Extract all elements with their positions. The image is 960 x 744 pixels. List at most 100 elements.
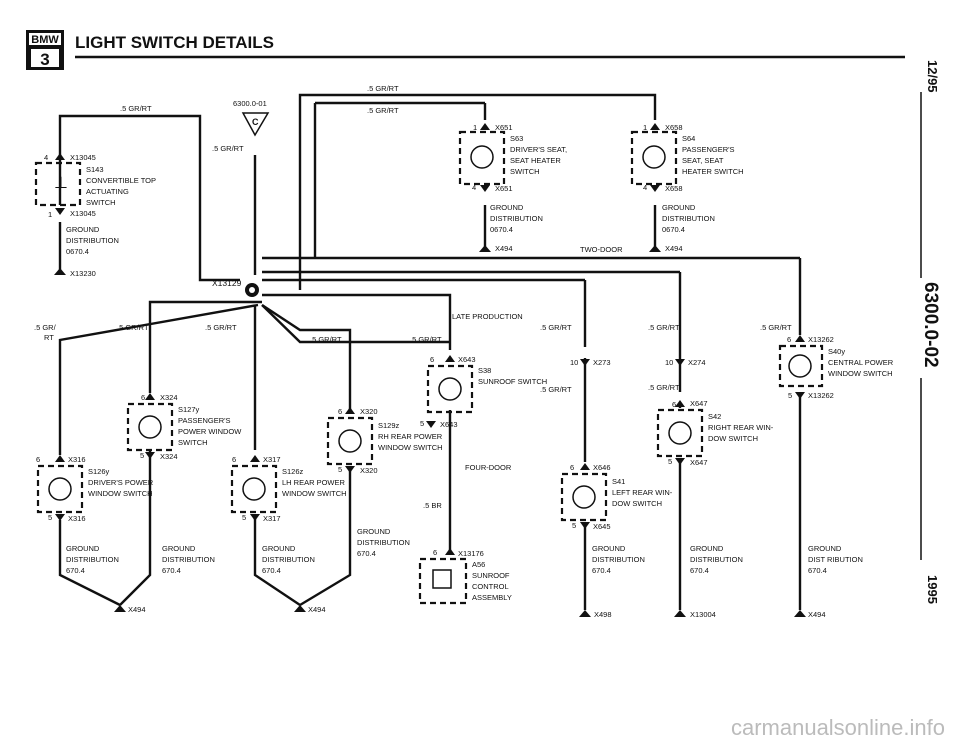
ref-6300-label: 6300.0-01 [233, 99, 267, 108]
svg-text:4: 4 [44, 153, 48, 162]
svg-text:CONVERTIBLE TOP: CONVERTIBLE TOP [86, 176, 156, 185]
wire-label: .5 GR/RT [648, 383, 680, 392]
svg-text:6: 6 [430, 355, 434, 364]
svg-text:X494: X494 [128, 605, 146, 614]
watermark: carmanualsonline.info [731, 715, 945, 740]
svg-text:SUNROOF: SUNROOF [472, 571, 510, 580]
svg-text:X658: X658 [665, 123, 683, 132]
svg-text:X13004: X13004 [690, 610, 716, 619]
svg-text:DOW SWITCH: DOW SWITCH [708, 434, 758, 443]
svg-text:X651: X651 [495, 123, 513, 132]
svg-text:LEFT REAR WIN-: LEFT REAR WIN- [612, 488, 673, 497]
switch-s38: 6 X643 S38 SUNROOF SWITCH [426, 355, 547, 414]
svg-text:0670.4: 0670.4 [490, 225, 513, 234]
svg-text:X651: X651 [495, 184, 513, 193]
svg-text:WINDOW SWITCH: WINDOW SWITCH [282, 489, 347, 498]
switch-s41: 6 X646 S41 LEFT REAR WIN- DOW SWITCH 5 X… [560, 463, 673, 619]
page-title: LIGHT SWITCH DETAILS [75, 33, 274, 52]
wire-label: .5 GR/RT [540, 323, 572, 332]
svg-text:DIST RIBUTION: DIST RIBUTION [808, 555, 863, 564]
svg-text:DOW SWITCH: DOW SWITCH [612, 499, 662, 508]
logo-series: 3 [40, 50, 49, 69]
bmw-logo: BMW 3 [26, 30, 64, 70]
side-page-number: 6300.0-02 [920, 282, 941, 368]
svg-text:670.4: 670.4 [690, 566, 709, 575]
svg-text:X317: X317 [263, 455, 281, 464]
svg-text:SUNROOF SWITCH: SUNROOF SWITCH [478, 377, 547, 386]
svg-text:5: 5 [668, 457, 672, 466]
svg-text:WINDOW SWITCH: WINDOW SWITCH [828, 369, 893, 378]
svg-text:1: 1 [473, 123, 477, 132]
wire-label: .5 GR/RT [410, 335, 442, 344]
svg-text:670.4: 670.4 [808, 566, 827, 575]
svg-text:6: 6 [338, 407, 342, 416]
svg-text:S63: S63 [510, 134, 523, 143]
svg-text:X13262: X13262 [808, 391, 834, 400]
svg-text:6: 6 [787, 335, 791, 344]
svg-text:DISTRIBUTION: DISTRIBUTION [262, 555, 315, 564]
svg-text:CONTROL: CONTROL [472, 582, 509, 591]
svg-text:1: 1 [643, 123, 647, 132]
switch-s64: 1 X658 S64 PASSENGER'S SEAT, SEAT HEATER… [630, 123, 744, 253]
svg-text:DRIVER'S POWER: DRIVER'S POWER [88, 478, 154, 487]
svg-text:X13045: X13045 [70, 153, 96, 162]
svg-text:PASSENGER'S: PASSENGER'S [178, 416, 231, 425]
svg-text:X647: X647 [690, 399, 708, 408]
wire-harness [58, 93, 802, 610]
wire-label: .5 GR/RT [205, 323, 237, 332]
two-door-label: TWO-DOOR [580, 245, 623, 254]
svg-text:5: 5 [420, 419, 424, 428]
switch-s63: 1 X651 S63 DRIVER'S SEAT, SEAT HEATER SW… [458, 123, 567, 253]
svg-text:6: 6 [570, 463, 574, 472]
wire-label: .5 GR/RT [540, 385, 572, 394]
svg-text:RH REAR POWER: RH REAR POWER [378, 432, 443, 441]
svg-text:DISTRIBUTION: DISTRIBUTION [490, 214, 543, 223]
connector-label: X274 [688, 358, 706, 367]
svg-text:0670.4: 0670.4 [66, 247, 89, 256]
svg-text:DISTRIBUTION: DISTRIBUTION [592, 555, 645, 564]
svg-text:X13045: X13045 [70, 209, 96, 218]
svg-text:5: 5 [140, 451, 144, 460]
wire-label: .5 GR/ [34, 323, 57, 332]
switch-s126z: 6 X317 S126z LH REAR POWER WINDOW SWITCH… [230, 455, 347, 614]
svg-text:X324: X324 [160, 393, 178, 402]
svg-text:GROUND: GROUND [66, 544, 100, 553]
wire-label: .5 BR [423, 501, 442, 510]
svg-text:GROUND: GROUND [162, 544, 196, 553]
svg-text:S64: S64 [682, 134, 695, 143]
svg-text:X13230: X13230 [70, 269, 96, 278]
svg-text:6: 6 [672, 400, 676, 409]
svg-text:S40y: S40y [828, 347, 845, 356]
svg-text:DISTRIBUTION: DISTRIBUTION [162, 555, 215, 564]
svg-text:X494: X494 [495, 244, 513, 253]
wire-label: .5 GR/RT [212, 144, 244, 153]
svg-text:DISTRIBUTION: DISTRIBUTION [690, 555, 743, 564]
svg-text:GROUND: GROUND [592, 544, 626, 553]
svg-text:SWITCH: SWITCH [510, 167, 540, 176]
svg-text:C: C [252, 117, 259, 127]
switch-s127y: 6 X324 S127y PASSENGER'S POWER WINDOW SW… [126, 393, 242, 575]
svg-text:S127y: S127y [178, 405, 200, 414]
svg-text:S42: S42 [708, 412, 721, 421]
svg-text:6: 6 [141, 393, 145, 402]
svg-text:5: 5 [572, 521, 576, 530]
svg-text:X658: X658 [665, 184, 683, 193]
svg-text:DRIVER'S SEAT,: DRIVER'S SEAT, [510, 145, 567, 154]
svg-text:PASSENGER'S: PASSENGER'S [682, 145, 735, 154]
wire-label: .5 GR/RT [120, 104, 152, 113]
svg-text:WINDOW SWITCH: WINDOW SWITCH [378, 443, 443, 452]
wire-label: RT [44, 333, 54, 342]
splice-label: X13129 [212, 278, 242, 288]
svg-text:SEAT HEATER: SEAT HEATER [510, 156, 561, 165]
svg-text:DISTRIBUTION: DISTRIBUTION [66, 236, 119, 245]
svg-text:WINDOW SWITCH: WINDOW SWITCH [88, 489, 153, 498]
svg-text:GROUND: GROUND [357, 527, 391, 536]
side-year: 1995 [925, 575, 940, 604]
switch-s42: 6 X647 S42 RIGHT REAR WIN- DOW SWITCH 5 … [656, 399, 774, 619]
svg-text:X320: X320 [360, 466, 378, 475]
svg-text:S143: S143 [86, 165, 104, 174]
svg-text:X320: X320 [360, 407, 378, 416]
side-date: 12/95 [925, 60, 940, 93]
